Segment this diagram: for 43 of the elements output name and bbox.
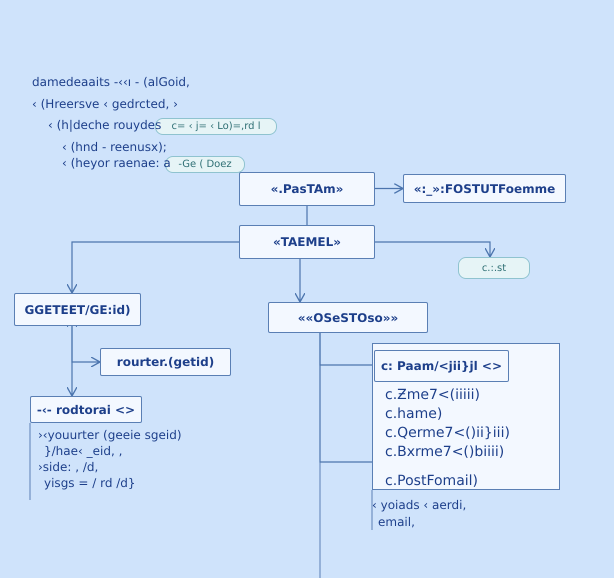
connector-arrow	[294, 259, 306, 303]
node-label: «TAEMEL»	[272, 235, 342, 249]
function-box	[100, 348, 231, 376]
connector-arrow	[375, 182, 404, 194]
node-label: «.PasTAm»	[270, 182, 344, 196]
component-header-box	[30, 396, 142, 423]
code-line: ‹ yoiads ‹ aerdi,	[372, 498, 466, 512]
class-box	[403, 174, 566, 203]
code-line: damedeaaits -‹‹ı - (alGoid,	[32, 75, 190, 89]
code-line: ‹ (Hreersve ‹ gedrcted, ›	[32, 97, 178, 111]
method-text: c.Qerme7<()ii}iii)	[385, 424, 510, 443]
node-label: «:_»:FOSTUTFoemme	[414, 182, 556, 196]
code-line: }/hae‹ _eid, ,	[43, 443, 124, 459]
class-box	[268, 302, 428, 333]
method-panel	[372, 343, 560, 490]
method-text: c.Ƶme7<(iiiii)	[385, 386, 480, 405]
code-line: ‹ (h|deche rouydes	[48, 118, 162, 132]
class-box	[239, 225, 375, 259]
connector-arrow	[71, 326, 101, 368]
connector-arrow	[66, 241, 239, 294]
node-label: ««OSeSTOso»»	[298, 310, 398, 324]
code-line: ›side: , /d,	[38, 459, 100, 475]
code-line: ‹ (heyor raenae: a	[62, 156, 171, 170]
node-label: c: Paam/<jii}jl <>	[380, 358, 502, 375]
code-line: email,	[378, 515, 415, 529]
class-box	[239, 172, 375, 206]
method-text: c.PostFomail)	[385, 472, 478, 491]
method-text: c.hame)	[385, 405, 442, 424]
node-label: GGETEET/GE:id)	[24, 302, 131, 316]
route-box	[14, 293, 141, 326]
connector-arrow	[375, 241, 496, 258]
status-tag	[458, 257, 530, 279]
node-label: -Ge ( Doez	[178, 159, 232, 170]
node-label: c.:.st	[482, 262, 506, 274]
code-line: ‹ (hnd - reenusx);	[62, 140, 167, 154]
node-label: c= ‹ j= ‹ Lo)=,rd l	[172, 121, 260, 132]
class-header-box	[374, 350, 509, 382]
code-line: yisgs = / rd /d}	[43, 475, 137, 491]
node-label: rourter.(getid)	[116, 355, 214, 369]
code-line: ›‹youurter (geeie sgeid)	[38, 427, 182, 443]
code-tag	[165, 156, 245, 173]
method-text: c.Bxrme7<()biiii)	[385, 443, 504, 462]
node-label: -‹- rodtorai <>	[36, 402, 136, 416]
